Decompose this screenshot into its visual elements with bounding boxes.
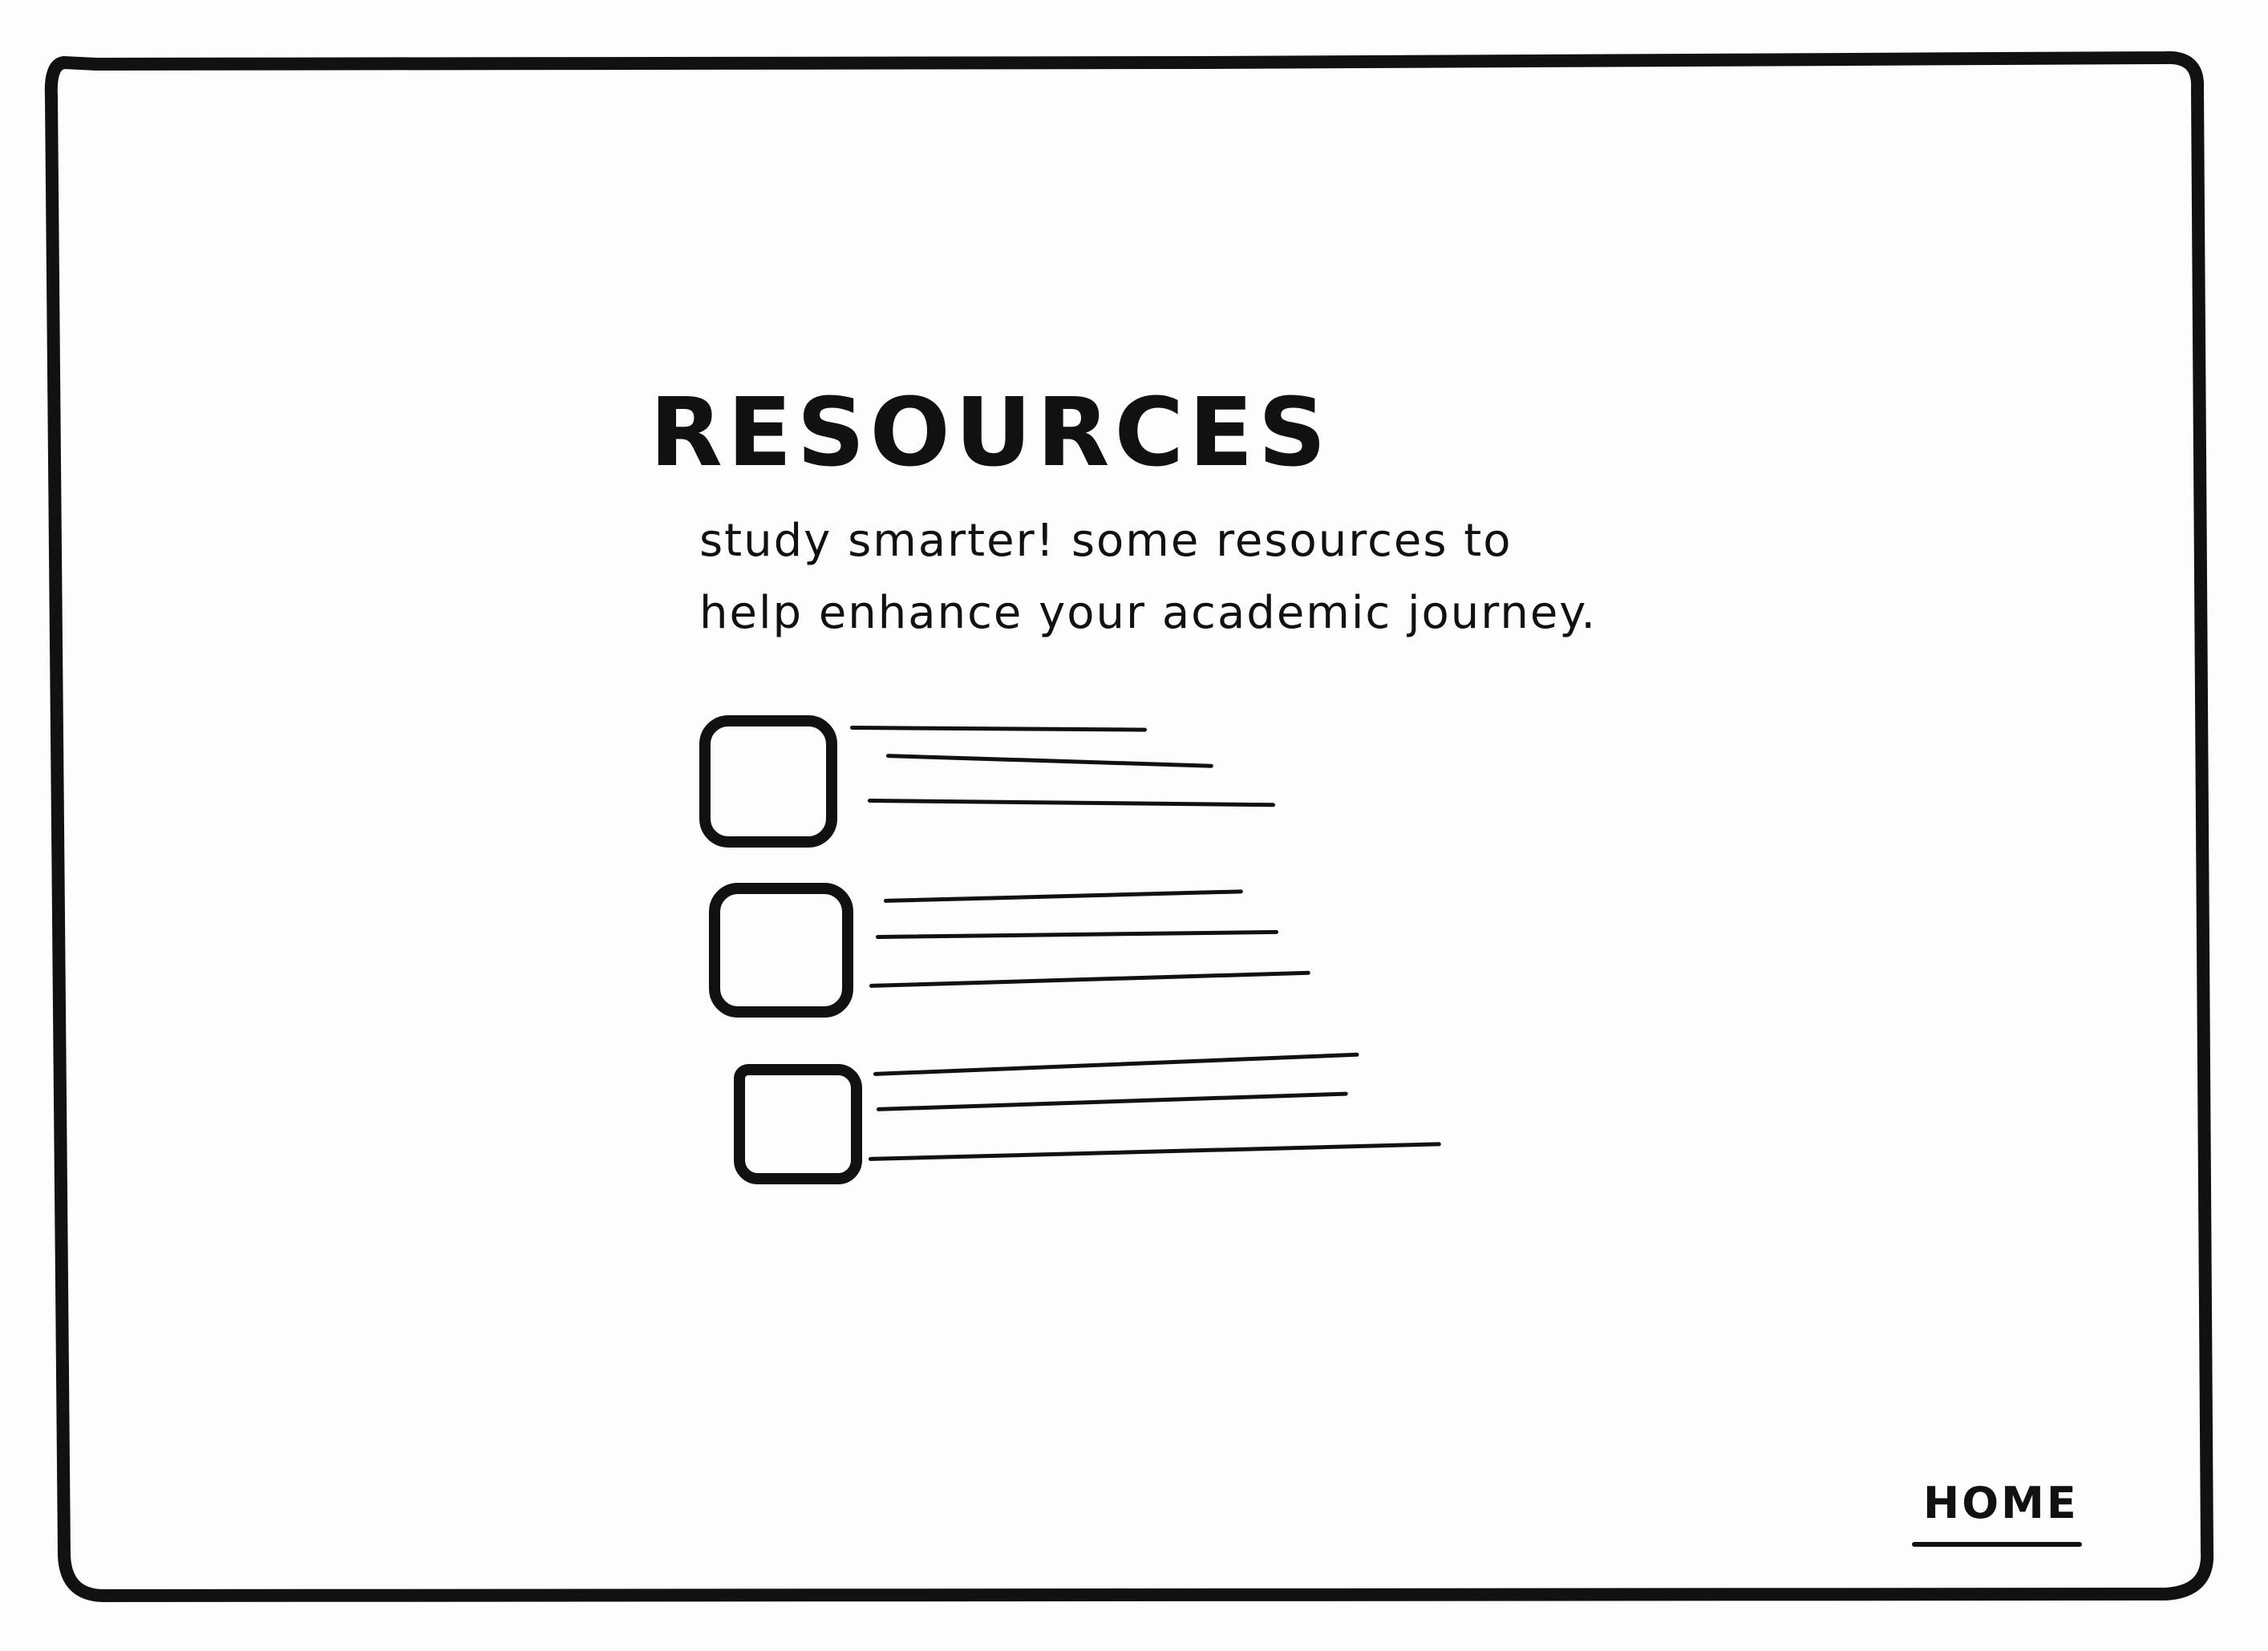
resource-line [868, 1142, 1441, 1161]
resource-line [883, 889, 1243, 903]
resource-item-3[interactable] [726, 1030, 1448, 1199]
resource-line [875, 929, 1278, 939]
resource-item-2[interactable] [706, 878, 1315, 1022]
resource-line [873, 1052, 1359, 1076]
resource-item-1[interactable] [698, 714, 1283, 858]
resource-checkbox-1[interactable] [699, 715, 837, 848]
page-subtitle: study smarter! some resources to help en… [699, 505, 1598, 649]
resource-line [885, 754, 1213, 768]
home-link[interactable]: HOME [1923, 1478, 2079, 1528]
resource-line [869, 970, 1310, 988]
home-link-underline [1912, 1542, 2082, 1547]
resource-line [849, 726, 1148, 732]
resource-line [867, 799, 1275, 807]
resource-checkbox-3[interactable] [734, 1064, 862, 1184]
subtitle-line-2: help enhance your academic journey. [699, 587, 1598, 639]
resource-line [876, 1091, 1348, 1111]
subtitle-line-1: study smarter! some resources to [699, 515, 1513, 567]
resource-checkbox-2[interactable] [709, 883, 853, 1018]
page-title: RESOURCES [650, 377, 1331, 488]
